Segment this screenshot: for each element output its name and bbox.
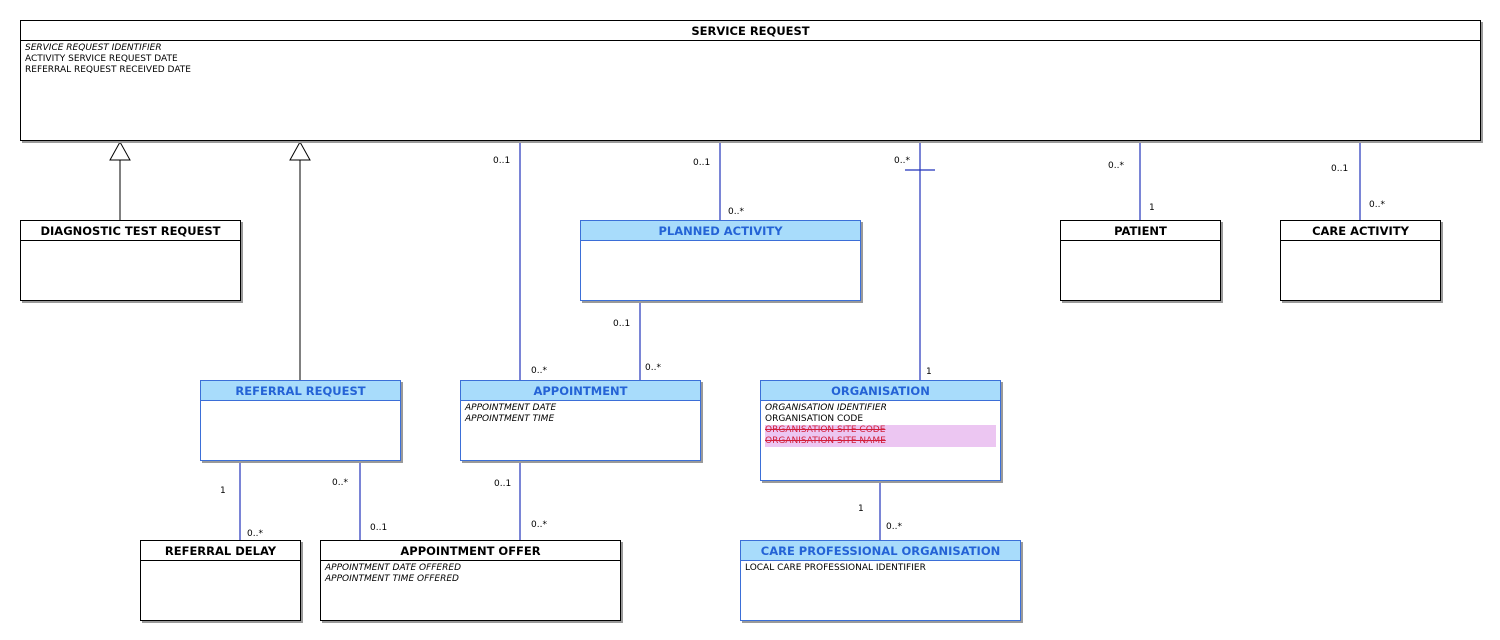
attribute-list: SERVICE REQUEST IDENTIFIER ACTIVITY SERV…: [21, 41, 1480, 78]
multiplicity-label: 0..1: [693, 158, 711, 168]
entity-title: CARE PROFESSIONAL ORGANISATION: [741, 541, 1020, 561]
multiplicity-label: 0..*: [728, 207, 744, 217]
attribute: APPOINTMENT DATE: [465, 403, 557, 413]
multiplicity-label: 0..*: [1369, 200, 1385, 210]
entity-title: ORGANISATION: [761, 381, 1000, 401]
attribute: REFERRAL REQUEST RECEIVED DATE: [25, 65, 191, 75]
entity-title: DIAGNOSTIC TEST REQUEST: [21, 221, 240, 241]
entity-diagnostic-test-request[interactable]: DIAGNOSTIC TEST REQUEST: [20, 220, 241, 301]
multiplicity-label: 0..*: [894, 156, 910, 166]
attribute-list: APPOINTMENT DATE APPOINTMENT TIME: [461, 401, 700, 427]
entity-title: SERVICE REQUEST: [21, 21, 1480, 41]
generalization-referral: [289, 140, 311, 380]
multiplicity-label: 1: [858, 504, 864, 514]
multiplicity-label: 0..*: [1108, 161, 1124, 171]
multiplicity-label: 0..1: [493, 156, 511, 166]
multiplicity-label: 0..1: [1331, 164, 1349, 174]
multiplicity-label: 0..1: [613, 319, 631, 329]
entity-appointment-offer[interactable]: APPOINTMENT OFFER APPOINTMENT DATE OFFER…: [320, 540, 621, 621]
multiplicity-label: 0..*: [886, 522, 902, 532]
attribute: ACTIVITY SERVICE REQUEST DATE: [25, 54, 178, 64]
attribute-list: LOCAL CARE PROFESSIONAL IDENTIFIER: [741, 561, 1020, 576]
attribute-deprecated: ORGANISATION SITE CODE: [765, 425, 996, 436]
attribute: APPOINTMENT DATE OFFERED: [325, 563, 461, 573]
attribute-list: ORGANISATION IDENTIFIER ORGANISATION COD…: [761, 401, 1000, 449]
multiplicity-label: 0..*: [645, 363, 661, 373]
multiplicity-label: 1: [926, 367, 932, 377]
entity-title: APPOINTMENT OFFER: [321, 541, 620, 561]
attribute-list: APPOINTMENT DATE OFFERED APPOINTMENT TIM…: [321, 561, 620, 587]
entity-organisation[interactable]: ORGANISATION ORGANISATION IDENTIFIER ORG…: [760, 380, 1001, 481]
entity-care-professional-organisation[interactable]: CARE PROFESSIONAL ORGANISATION LOCAL CAR…: [740, 540, 1021, 621]
attribute: APPOINTMENT TIME: [465, 414, 555, 424]
attribute: LOCAL CARE PROFESSIONAL IDENTIFIER: [745, 563, 926, 573]
multiplicity-label: 0..1: [494, 479, 512, 489]
entity-title: PATIENT: [1061, 221, 1220, 241]
attribute: ORGANISATION IDENTIFIER: [765, 403, 887, 413]
entity-service-request[interactable]: SERVICE REQUEST SERVICE REQUEST IDENTIFI…: [20, 20, 1481, 141]
entity-title: APPOINTMENT: [461, 381, 700, 401]
multiplicity-label: 0..*: [332, 478, 348, 488]
multiplicity-label: 0..*: [531, 520, 547, 530]
entity-care-activity[interactable]: CARE ACTIVITY: [1280, 220, 1441, 301]
entity-referral-delay[interactable]: REFERRAL DELAY: [140, 540, 301, 621]
attribute: ORGANISATION CODE: [765, 414, 864, 424]
entity-referral-request[interactable]: REFERRAL REQUEST: [200, 380, 401, 461]
entity-appointment[interactable]: APPOINTMENT APPOINTMENT DATE APPOINTMENT…: [460, 380, 701, 461]
attribute: SERVICE REQUEST IDENTIFIER: [25, 43, 162, 53]
attribute-deprecated: ORGANISATION SITE NAME: [765, 436, 996, 447]
multiplicity-label: 1: [220, 486, 226, 496]
entity-title: CARE ACTIVITY: [1281, 221, 1440, 241]
entity-title: REFERRAL REQUEST: [201, 381, 400, 401]
multiplicity-label: 1: [1149, 203, 1155, 213]
multiplicity-label: 0..1: [370, 523, 388, 533]
multiplicity-label: 0..*: [247, 529, 263, 539]
entity-title: PLANNED ACTIVITY: [581, 221, 860, 241]
attribute: APPOINTMENT TIME OFFERED: [325, 574, 459, 584]
multiplicity-label: 0..*: [531, 366, 547, 376]
entity-title: REFERRAL DELAY: [141, 541, 300, 561]
entity-planned-activity[interactable]: PLANNED ACTIVITY: [580, 220, 861, 301]
generalization-diagnostic: [109, 140, 131, 220]
entity-patient[interactable]: PATIENT: [1060, 220, 1221, 301]
